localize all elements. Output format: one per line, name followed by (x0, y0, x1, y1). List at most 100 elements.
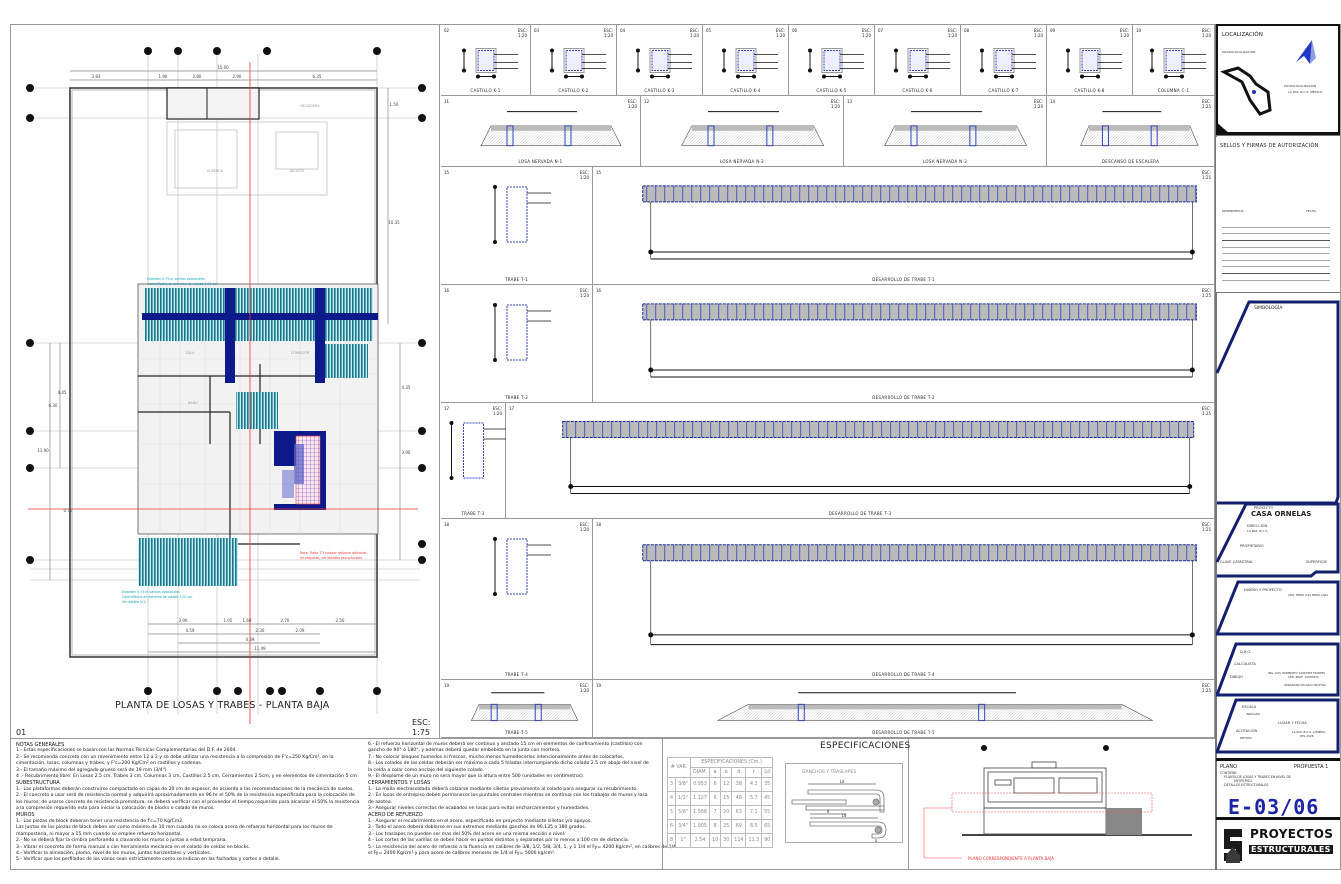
detail-label: TRABE T-2 (504, 395, 529, 400)
micro-place: LA PAZ, B.C.S. MÉXICO (1288, 90, 1323, 94)
spec-cell: 10 (709, 833, 722, 848)
spec-cell: 6 (709, 777, 722, 792)
contains-item-2: - DETALLES ESTRUCTURALES. (1222, 783, 1270, 787)
detail-label: LOSA NERVADA N-1 (518, 159, 563, 164)
spec-cell: 6 (666, 819, 677, 834)
spec-cell: 20 (720, 805, 733, 820)
detail-scale: ESC: 1:20 (517, 28, 527, 38)
svg-text:BAÑO: BAÑO (188, 400, 198, 405)
detail-number: 03 (534, 28, 540, 33)
note-line: 1.- Asegurar el recubrimiento en el acer… (368, 818, 592, 824)
note-line: 6.- El refuerzo horizontal de muros debe… (368, 742, 643, 747)
facade-elevation: PLANO CORRESPONDIENTE A PLANTA BAJA (923, 745, 1192, 861)
macro-label: MACROLOCALIZACIÓN (1222, 50, 1256, 54)
svg-text:Estanten 0.75 m varillas adici: Estanten 0.75 m varillas adicionales (147, 277, 205, 281)
svg-text:1.90: 1.90 (159, 74, 168, 79)
detail-label: DESARROLLO DE TRABE T-2 (872, 395, 935, 400)
detail-drawing (642, 303, 1197, 378)
note-line: 5.- Verificar que los perfilados de los … (16, 857, 281, 863)
note-line: 7.- No colocar bloques humedos ni fresco… (368, 754, 625, 760)
detail-number: 04 (620, 28, 626, 33)
note-line: 3.- Vibrar el concreto de forma manual o… (16, 844, 251, 850)
contains-label: CONTIENE: (1220, 771, 1238, 775)
note-line: 3.- Los traslapes no pueden ser mas del … (368, 831, 566, 837)
svg-text:6.35: 6.35 (313, 74, 322, 79)
spec-cell: 15 (720, 791, 733, 806)
detail-drawing (808, 48, 864, 79)
scale-block: ESCALA INDICADA LUGAR Y FECHA LA PAZ, B.… (1214, 698, 1340, 756)
detail-label: CASTILLO K-4 (730, 88, 761, 93)
header-group: ESPECIFICACIONES (Cm.) (689, 757, 774, 768)
note-line: 4.- Verificar la alineación, plomo, nive… (16, 850, 212, 856)
note-line: 2.- No se deberá fijar la cimbra perfora… (16, 838, 227, 844)
plan-callouts: Estanten 0.75 m varillas adicionales Con… (122, 277, 217, 604)
date-label: FECHA (1306, 209, 1317, 213)
header-a: a (709, 767, 722, 778)
svg-text:3.90: 3.90 (402, 450, 411, 455)
plan-number: 01 (16, 728, 27, 737)
detail-drawing (493, 185, 551, 244)
detail-drawing (1150, 48, 1206, 79)
svg-text:ALBERCA: ALBERCA (207, 169, 224, 173)
spec-cell: 6 (709, 791, 722, 806)
dro-block: D.R.O. CALCULISTA ING. LUIS HUMBERTO SÁN… (1214, 642, 1340, 697)
spec-cell: 38 (731, 777, 747, 792)
svg-text:2.70: 2.70 (281, 618, 290, 623)
svg-text:Estanten 0.75 m varillas adici: Estanten 0.75 m varillas adicionales (122, 590, 180, 594)
detail-drawing (480, 111, 622, 147)
note-line: cimentación, losas, columnas y trabes, y… (16, 761, 203, 767)
note-line: 1.- La malla electrosoldada deberá calza… (368, 786, 638, 792)
sheet-block: PLANO PROPUESTA 1 CONTIENE: - PLANTA DE … (1216, 758, 1340, 820)
detail-scale: ESC: 1:20 (689, 28, 699, 38)
spec-cell: 1.588 (689, 805, 711, 820)
detail-label: COLUMNA C-1 (1157, 88, 1190, 93)
address-value: LA PAZ, B.C.S. (1247, 529, 1269, 533)
note-line: 2.- Todo el acero deberá doblarse en sus… (368, 825, 587, 831)
header-diam: DIAM. (689, 767, 711, 778)
detail-label: TRABE T-5 (504, 730, 529, 735)
detail-number: 18 (444, 522, 450, 527)
svg-text:2.80: 2.80 (193, 74, 202, 79)
spec-cell: 3/4" (675, 819, 691, 834)
note-line: gancho de 90° ó 180°, y ademas deberá qu… (368, 748, 561, 754)
dro-frame (1214, 642, 1340, 697)
plan-scale: ESC: 1:75 (412, 718, 430, 738)
detail-label: CASTILLO K-1 (470, 88, 501, 93)
spec-cell: 69 (731, 819, 747, 834)
floor-plan-panel: 15.00 3.83 1.90 2.80 2.90 6.35 3.90 1.05… (10, 24, 440, 738)
svg-text:2.90: 2.90 (233, 74, 242, 79)
hooks-and-laps-diagram: GANCHOS Y TRASLAPES Ld d Ld a (785, 763, 903, 843)
rebar-spec-table: # VAR.ESPECIFICACIONES (Cm.) DIAM. a b d… (666, 757, 774, 848)
spec-cell: 5.7 (745, 791, 763, 806)
detail-label: CASTILLO K-7 (988, 88, 1019, 93)
note-line: 2.- Se recomienda concreto con un reveni… (16, 754, 334, 760)
spec-cell: 1" (675, 833, 691, 848)
design-block: DISEÑO Y PROYECTO ARQ. FREDI LUIS MEZA L… (1214, 580, 1340, 638)
location-title: LOCALIZACIÓN (1222, 32, 1263, 38)
detail-scale: ESC: 1:20 (947, 28, 957, 38)
header-b: b (720, 767, 733, 778)
svg-text:Nota: Trabe T-3 colocar refuer: Nota: Trabe T-3 colocar refuerzo adicion… (300, 551, 366, 555)
note-line: 2.- El concreto a usar será de resistenc… (16, 793, 355, 799)
plan-title: PLANTA DE LOSAS Y TRABES - PLANTA BAJA (115, 700, 330, 711)
detail-label: DESCANSO DE ESCALERA (1101, 159, 1160, 164)
spec-cell: 4 (666, 791, 677, 806)
detail-scale: ESC: 1:20 (1033, 99, 1043, 109)
detail-drawing (493, 537, 551, 596)
svg-text:3.83: 3.83 (92, 74, 101, 79)
axis-markers (26, 47, 426, 695)
detail-label: CASTILLO K-6 (902, 88, 933, 93)
dependency-label: DEPENDENCIA (1222, 209, 1244, 213)
label-a: a (875, 838, 878, 843)
floor-plan-drawing: 15.00 3.83 1.90 2.80 2.90 6.35 3.90 1.05… (26, 47, 426, 724)
spec-cell: 8 (709, 819, 722, 834)
